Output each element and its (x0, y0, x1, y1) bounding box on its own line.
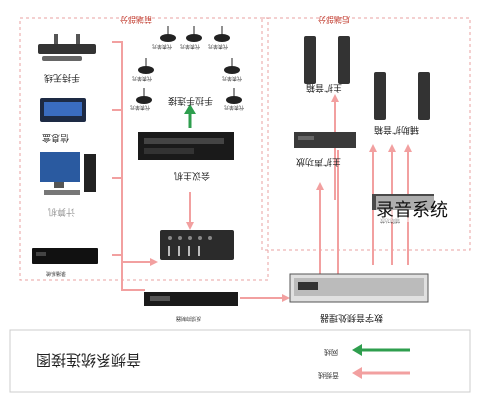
audio-arrowheads (150, 94, 412, 302)
front-section-frame (19, 17, 269, 281)
rear-section-frame (261, 17, 471, 251)
hand-in-hand-label: 手拉手连接 (168, 95, 214, 105)
diagram-title: 音频系统连接图 (36, 351, 142, 369)
dsp-icon (289, 273, 429, 303)
net-arrowhead (184, 104, 196, 114)
main-amp-label: 主扩声功放 (296, 156, 342, 166)
delegate-unit-label: 代表单元 (224, 104, 245, 110)
computer-icon (40, 152, 96, 195)
delegate-unit-label: 代表单元 (208, 43, 229, 49)
info-box-label: 信息盒 (42, 132, 70, 142)
aux-speaker-label: 辅助扩音箱 (374, 124, 420, 134)
feedback-suppressor-label: 反馈抑制器 (176, 315, 202, 321)
handheld-mic-label: 手持无线 (44, 72, 81, 82)
main-amp-icon (294, 132, 356, 148)
dsp-label: 数字音频处理器 (320, 312, 384, 322)
delegate-unit-label: 代表单元 (222, 75, 243, 81)
delegate-unit-label: 代表单元 (152, 43, 173, 49)
info-box-icon (40, 98, 86, 122)
computer-label: 计算机 (48, 206, 76, 216)
delegate-unit-label: 代表单元 (180, 43, 201, 49)
feedback-suppressor-icon (144, 292, 238, 306)
delegate-units-group (136, 26, 242, 104)
legend-net-label: 网线 (324, 348, 338, 356)
mixer-icon (160, 230, 234, 260)
rear-section-label: 后端部分 (318, 15, 350, 24)
recorder-icon (32, 248, 98, 264)
delegate-unit-label: 代表单元 (132, 75, 153, 81)
main-speaker-icon (304, 36, 350, 84)
recorder-label: 录播系统 (46, 270, 67, 276)
legend-frame (9, 329, 471, 393)
main-speaker-label: 主扩音箱 (306, 82, 343, 92)
legend-audio-label: 音频线 (318, 371, 339, 379)
conference-host-icon (138, 132, 234, 160)
delegate-unit-label: 代表单元 (130, 104, 151, 110)
aux-speaker-icon (374, 72, 430, 120)
handheld-mic-icon (38, 34, 96, 61)
recording-system-overlay: 录音系统 (376, 196, 448, 222)
conference-host-label: 会议主机 (174, 170, 211, 180)
